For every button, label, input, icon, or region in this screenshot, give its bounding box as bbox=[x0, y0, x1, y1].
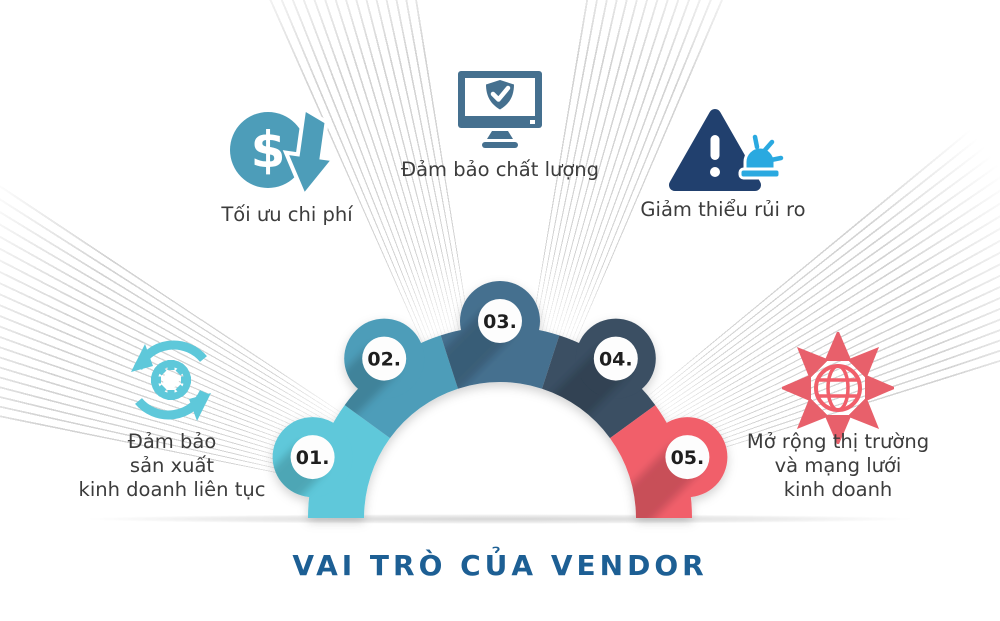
number-circle-02 bbox=[362, 336, 407, 381]
number-circle-01 bbox=[290, 435, 335, 480]
number-circle-04 bbox=[593, 336, 638, 381]
market-expansion-globe-icon bbox=[782, 332, 894, 444]
label-market-expansion: Mở rộng thị trường và mạng lưới kinh doa… bbox=[746, 430, 930, 502]
step-number-02: 02. bbox=[367, 349, 401, 371]
page-title: VAI TRÒ CỦA VENDOR bbox=[292, 549, 708, 582]
label-risk-reduction: Giảm thiểu rủi ro bbox=[640, 198, 806, 221]
cost-optimization-icon: $ bbox=[230, 110, 338, 200]
label-quality-assurance: Đảm bảo chất lượng bbox=[400, 158, 600, 181]
step-number-01: 01. bbox=[296, 447, 330, 469]
step-number-05: 05. bbox=[671, 447, 705, 469]
risk-warning-alarm-icon bbox=[669, 109, 784, 191]
step-number-03: 03. bbox=[483, 311, 517, 333]
number-circle-05 bbox=[665, 435, 710, 480]
dollar-symbol: $ bbox=[251, 121, 286, 179]
alarm-siren-icon bbox=[738, 134, 784, 180]
label-cost-optimization: Tối ưu chi phí bbox=[221, 203, 353, 226]
arch-base-shadow bbox=[85, 514, 915, 524]
quality-monitor-shield-icon bbox=[458, 71, 542, 148]
number-circle-03 bbox=[478, 299, 522, 343]
warning-triangle-icon bbox=[669, 109, 761, 191]
production-cycle-icon bbox=[131, 340, 211, 421]
step-number-badges: 01. 02. 03. 04. 05. bbox=[290, 299, 710, 480]
step-number-04: 04. bbox=[599, 349, 633, 371]
label-production-continuity: Đảm bảo sản xuất kinh doanh liên tục bbox=[78, 430, 266, 502]
